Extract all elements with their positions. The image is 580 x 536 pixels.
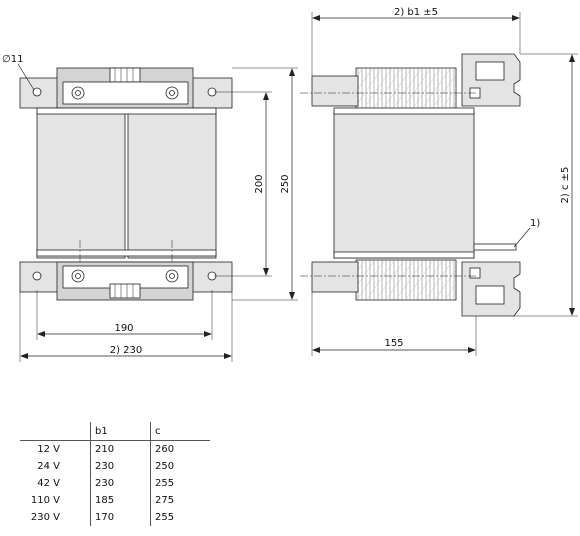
front-view: ∅11 200 250 190 2) 230 — [2, 54, 298, 362]
dim-width-outer: 2) 230 — [110, 345, 143, 356]
table-cell: 12 V — [37, 444, 60, 455]
table-cell: 185 — [90, 492, 151, 509]
table-cell: 255 — [150, 475, 210, 492]
table-header: b1 — [90, 422, 151, 441]
table-cell: 210 — [90, 440, 151, 458]
table-row: 110 V 185 275 — [20, 492, 210, 509]
table-row: 12 V 210 260 — [20, 440, 210, 458]
table-row: 24 V 230 250 — [20, 458, 210, 475]
dim-height-outer: 250 — [280, 174, 291, 193]
table-cell: 42 V — [37, 478, 60, 489]
table-cell: 255 — [150, 509, 210, 526]
callout-label: 1) — [530, 218, 540, 229]
table-cell: 250 — [150, 458, 210, 475]
table-row: 230 V 170 255 — [20, 509, 210, 526]
top-mounting-bar-side — [311, 75, 359, 107]
dim-height-inner: 200 — [254, 174, 265, 193]
top-clamp-plate — [62, 81, 189, 105]
dimension-table: b1 c 12 V 210 260 24 V 230 250 42 V 230 … — [20, 422, 210, 526]
coil-body-side — [333, 111, 475, 259]
table-cell: 230 — [90, 458, 151, 475]
hole-diameter-label: ∅11 — [2, 54, 23, 65]
table-cell: 260 — [150, 440, 210, 458]
table-row: 42 V 230 255 — [20, 475, 210, 492]
coil-right — [127, 111, 217, 259]
bottom-mounting-bar-side — [311, 261, 359, 293]
table-header — [20, 422, 91, 441]
dim-height-c: 2) c ±5 — [560, 167, 571, 204]
table-cell: 170 — [90, 509, 151, 526]
table-cell: 275 — [150, 492, 210, 509]
mounting-hole — [32, 271, 42, 281]
mounting-hole — [32, 87, 42, 97]
terminal-block-top — [109, 67, 141, 83]
table-cell: 110 V — [30, 495, 60, 506]
dim-width-inner: 190 — [114, 323, 133, 334]
side-view: 1) 2) b1 ±5 2) c ±5 155 — [300, 7, 578, 356]
table-header: c — [150, 422, 210, 441]
table-cell: 230 — [90, 475, 151, 492]
terminal-block-bottom — [109, 283, 141, 299]
coil-left — [36, 111, 126, 259]
grounding-tab — [473, 243, 517, 251]
dim-depth-b1: 2) b1 ±5 — [394, 7, 438, 18]
table-header-row: b1 c — [20, 422, 210, 441]
table-cell: 230 V — [30, 512, 60, 523]
dim-depth: 155 — [384, 338, 403, 349]
table-cell: 24 V — [37, 461, 60, 472]
